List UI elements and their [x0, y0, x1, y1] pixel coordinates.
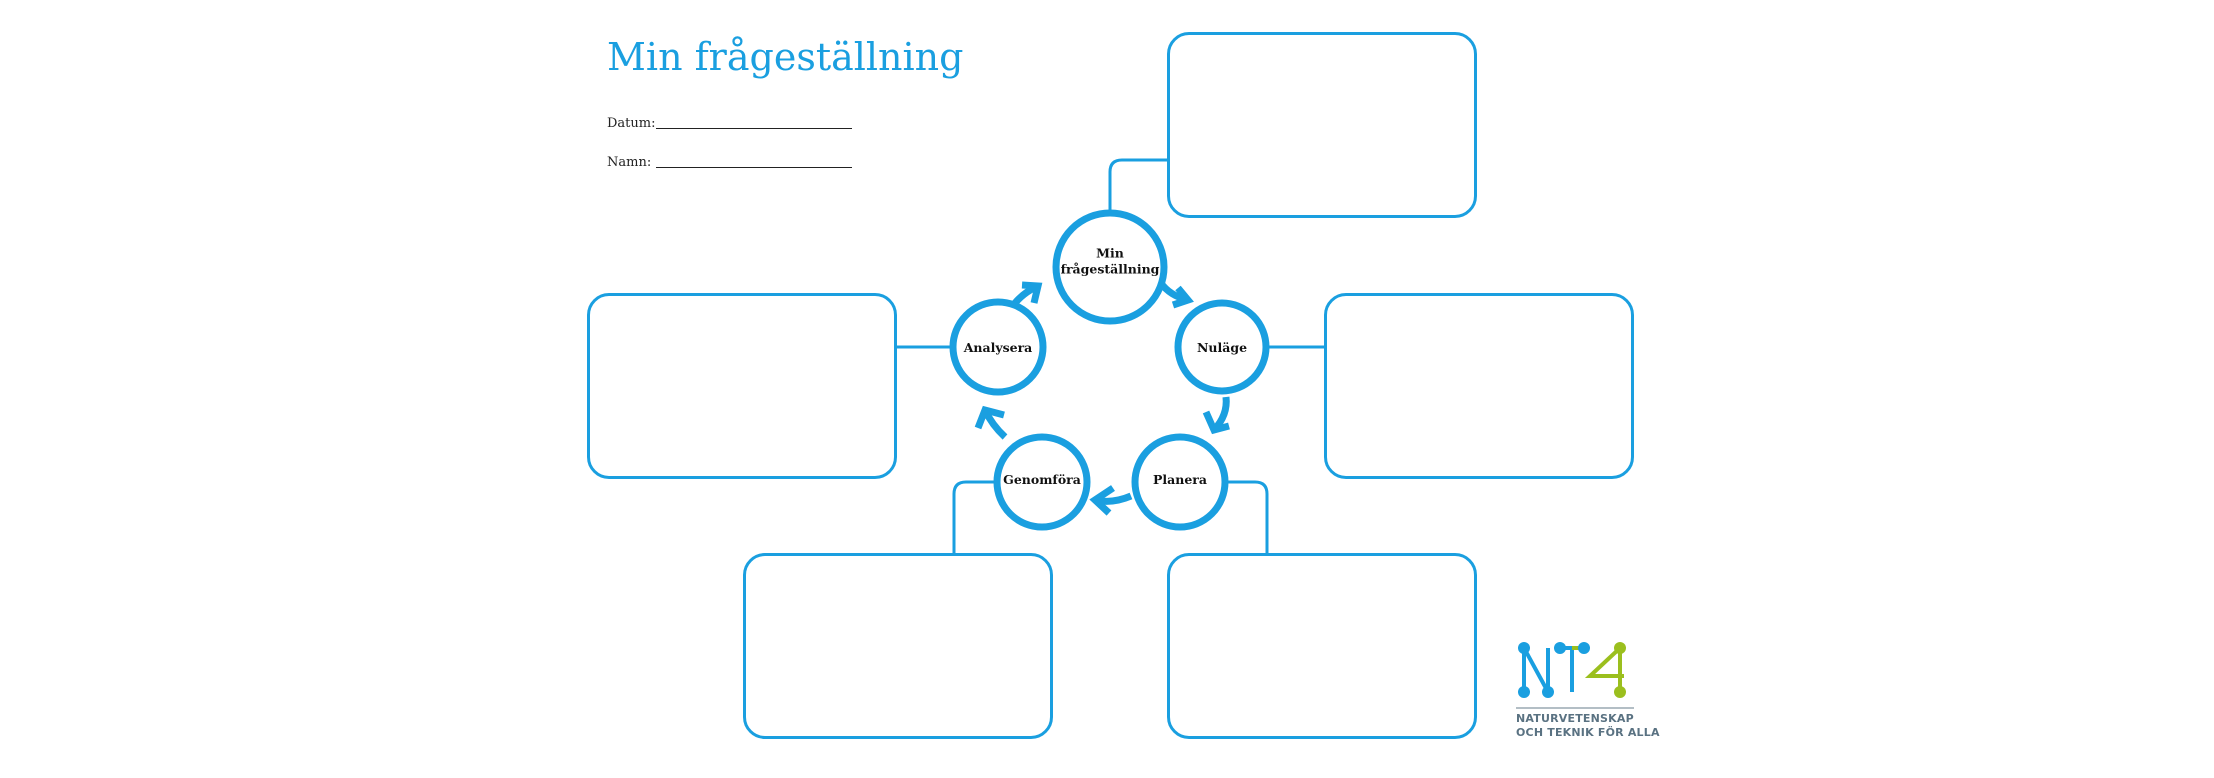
node-label-analysera: Analysera — [963, 340, 1033, 356]
answer-box-fragestallning[interactable] — [1167, 32, 1477, 218]
arrow-nulage-to-planera — [1202, 396, 1230, 435]
answer-box-genomfora[interactable] — [743, 553, 1053, 739]
date-label: Datum: — [607, 116, 656, 131]
node-label-fragestallning: Min frågeställning — [1060, 245, 1160, 276]
node-circle-genomfora — [993, 433, 1091, 531]
answer-box-analysera[interactable] — [587, 293, 897, 479]
answer-box-planera[interactable] — [1167, 553, 1477, 739]
node-circle-nulage — [1174, 299, 1270, 395]
node-circle-analysera — [949, 298, 1047, 396]
node-label-planera: Planera — [1153, 472, 1207, 488]
connector-planera — [1216, 480, 1269, 555]
cycle-nodes — [949, 209, 1270, 531]
node-circle-fragestallning — [1052, 209, 1168, 325]
node-circle-planera — [1131, 433, 1229, 531]
name-label: Namn: — [607, 155, 652, 170]
arrow-genomfora-to-analysera — [974, 405, 1008, 440]
connector-genomfora — [952, 480, 994, 555]
answer-box-nulage[interactable] — [1324, 293, 1634, 479]
date-input-line[interactable] — [656, 128, 852, 129]
node-label-nulage: Nuläge — [1196, 340, 1248, 356]
arrow-planera-to-genomfora — [1089, 485, 1133, 516]
name-input-line[interactable] — [656, 167, 852, 168]
nta-logo — [1516, 642, 1634, 709]
page-title: Min frågeställning — [607, 35, 964, 79]
logo-text-line1: NATURVETENSKAP — [1516, 712, 1634, 725]
nta-logo-mark — [1518, 642, 1626, 698]
node-label-genomfora: Genomföra — [1003, 472, 1081, 488]
logo-text-line2: OCH TEKNIK FÖR ALLA — [1516, 726, 1660, 739]
connector-lines — [896, 158, 1326, 555]
connector-fragestallning — [1108, 158, 1170, 212]
